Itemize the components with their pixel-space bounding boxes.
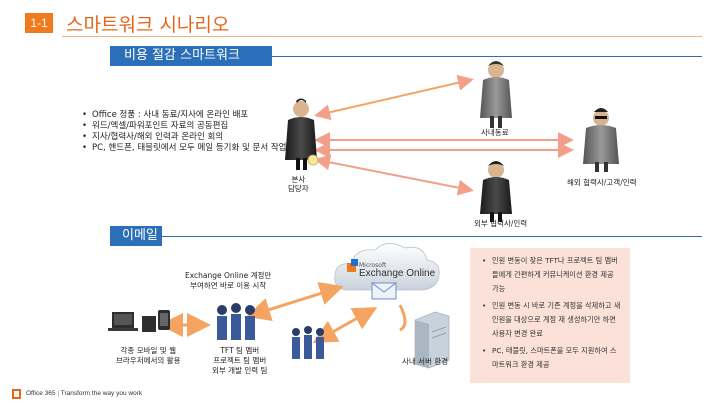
tft-label: TFT 팀 멤버 프로젝트 팀 멤버 외부 개발 인력 팀 [212,346,268,375]
colleague-label: 사내동료 [481,128,509,137]
overseas-label: 해외 협력사/고객/인력 [567,178,637,187]
arrow-hq-external [314,154,474,196]
info-bullet: PC, 태블릿, 스마트폰을 모두 지원하여 스마트워크 환경 제공 [482,344,622,372]
section-email-rule [155,236,702,237]
section-cost-saving-title: 비용 절감 스마트워크 [110,46,272,66]
cost-saving-bullets: Office 정품 : 사내 동료/지사에 온라인 배포 워드/엑셀/파워포인트… [82,110,312,154]
email-envelope-icon [371,282,397,300]
exchange-logo-text: Exchange Online [359,268,436,279]
info-bullet: 인원 변동 시 바로 기존 계정을 삭제하고 새 인원을 대상으로 계정 재 생… [482,299,622,341]
arrow-hq-colleague [314,74,474,121]
devices-icon [108,310,170,332]
sync-arrow [398,304,407,332]
bullet-item: Office 정품 : 사내 동료/지사에 온라인 배포 [82,110,312,121]
team-group-icon [292,326,324,359]
bullet-item: PC, 핸드폰, 태블릿에서 모두 메일 등기화 및 문서 작업 [82,143,312,154]
hq-person-icon [285,98,319,170]
devices-label: 각종 모바일 및 웹 브라우저에서의 활용 [116,346,181,365]
exchange-logo-icon [347,259,358,272]
bullet-item: 워드/엑셀/파워포인트 자료의 공동편집 [82,121,312,132]
footer-tagline: Transform the way you work [60,390,143,397]
arrow-team2-cloud [312,307,378,343]
office-logo-icon [12,389,21,399]
slide-number-badge: 1-1 [25,13,53,33]
footer: Office 365 | Transform the way you work [26,390,143,397]
title-divider [62,36,702,37]
cloud-icon [334,243,440,291]
server-icon [414,311,450,369]
connection-arrows [314,74,574,196]
overseas-person-icon [583,108,619,172]
info-bullets: 인원 변동이 잦은 TFT나 프로젝트 팀 멤버들에게 간편하게 커뮤니케이션 … [470,248,630,372]
tft-team-icon [217,303,255,340]
info-bullet: 인원 변동이 잦은 TFT나 프로젝트 팀 멤버들에게 간편하게 커뮤니케이션 … [482,254,622,296]
bullet-item: 지사/협력사/해외 인력과 온라인 회의 [82,132,312,143]
footer-brand: Office 365 [26,390,56,397]
section-email-title: 이메일 [110,226,162,246]
account-note-label: Exchange Online 계정만 부여하면 바로 이용 시작 [185,271,272,290]
section-cost-saving-rule [262,56,702,57]
hq-label: 본사 담당자 [288,175,309,193]
external-label: 외부 협력사/인력 [474,219,528,228]
arrow-team-cloud [246,281,344,322]
slide-title: 스마트워크 시나리오 [66,14,230,36]
colleague-person-icon [480,61,512,128]
external-person-icon [480,161,512,222]
exchange-logo-prefix: Microsoft [359,262,387,269]
server-label: 사내 서버 환경 [402,357,449,366]
info-box: 인원 변동이 잦은 TFT나 프로젝트 팀 멤버들에게 간편하게 커뮤니케이션 … [470,248,630,383]
